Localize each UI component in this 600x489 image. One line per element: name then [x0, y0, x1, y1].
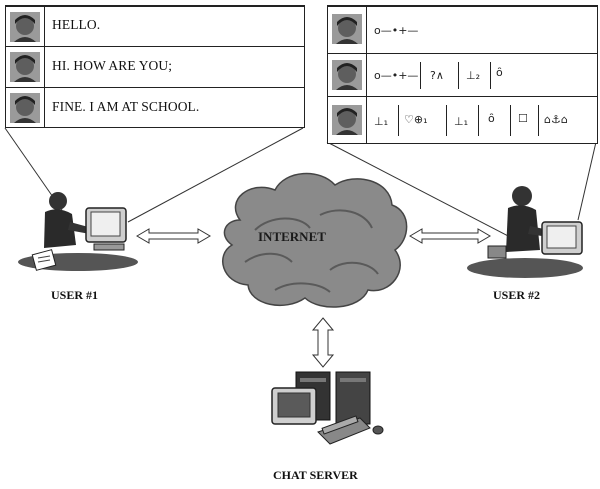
user1-label: USER #1 [51, 288, 99, 302]
person-at-computer-icon [467, 186, 583, 278]
face-icon [10, 12, 40, 42]
person-at-computer-icon [18, 192, 138, 271]
face-column-divider [44, 6, 45, 127]
cloud-icon [222, 172, 408, 308]
chat-message: HI. HOW ARE YOU; [52, 58, 173, 73]
chat-message: FINE. I AM AT SCHOOL. [52, 99, 200, 114]
symbol-message: ⌂⚓⌂ [544, 113, 568, 126]
symbol-divider [510, 105, 511, 136]
symbol-divider [398, 105, 399, 136]
chat-row: o—•+— ?∧ ⊥₂ ȏ [328, 53, 597, 97]
callout-line-user2-right [577, 141, 597, 221]
symbol-message: ȏ [488, 112, 495, 125]
callout-line-user2-left [326, 141, 513, 239]
user2-label: USER #2 [493, 288, 541, 302]
chat-server-label: CHAT SERVER [273, 468, 358, 482]
face-icon [332, 14, 362, 44]
symbol-message: ⊥₁ [374, 115, 388, 128]
symbol-message: ☐ [518, 112, 528, 125]
chat-row: ⊥₁ ♡⊕₁ ⊥₁ ȏ ☐ ⌂⚓⌂ [328, 96, 597, 144]
user2-chat-panel: o—•+— o—•+— ?∧ ⊥₂ ȏ ⊥₁ ♡⊕₁ ⊥₁ ȏ ☐ ⌂⚓⌂ [327, 5, 598, 144]
symbol-divider [446, 105, 447, 136]
symbol-message: ȏ [496, 66, 503, 79]
symbol-message: o—•+— [374, 24, 419, 37]
server-computer-icon [271, 371, 384, 445]
symbol-divider [490, 62, 491, 89]
arrow-internet-server [311, 317, 335, 368]
face-column-divider [366, 6, 367, 143]
symbol-message: o—•+— [374, 69, 419, 82]
user1-chat-panel: HELLO. HI. HOW ARE YOU; FINE. I AM AT SC… [5, 5, 305, 128]
chat-row: HELLO. [6, 6, 304, 47]
symbol-divider [478, 105, 479, 136]
chat-row: HI. HOW ARE YOU; [6, 46, 304, 88]
symbol-message: ⊥₂ [466, 69, 480, 82]
face-icon [332, 60, 362, 90]
arrow-user1-internet [136, 228, 211, 244]
face-icon [10, 52, 40, 82]
chat-row: FINE. I AM AT SCHOOL. [6, 87, 304, 128]
face-icon [10, 93, 40, 123]
symbol-message: ?∧ [430, 69, 444, 82]
internet-label: INTERNET [258, 229, 326, 244]
symbol-divider [420, 62, 421, 89]
chat-message: HELLO. [52, 17, 101, 32]
face-icon [332, 105, 362, 135]
symbol-message: ♡⊕₁ [404, 113, 428, 126]
callout-line-user1-right [127, 127, 304, 223]
chat-row: o—•+— [328, 6, 597, 54]
arrow-internet-user2 [409, 228, 491, 244]
symbol-message: ⊥₁ [454, 115, 468, 128]
symbol-divider [538, 105, 539, 136]
symbol-divider [458, 62, 459, 89]
